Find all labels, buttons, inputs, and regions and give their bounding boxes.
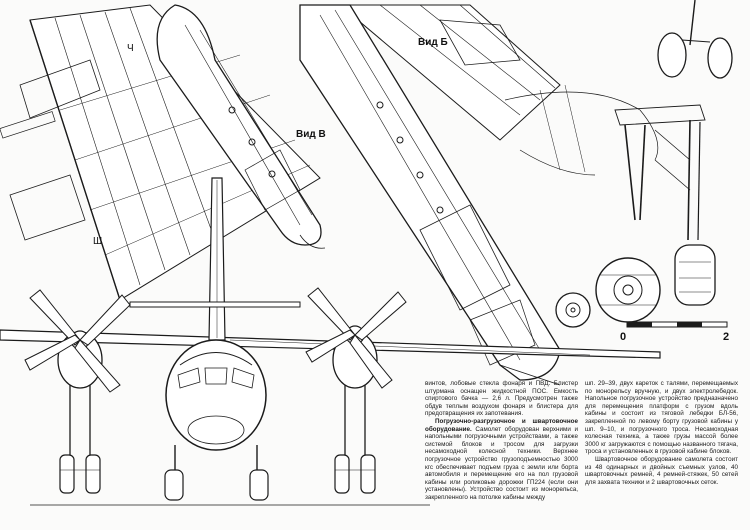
spare-wheel [555, 292, 591, 328]
right-engine [305, 287, 407, 494]
label-view-b: Вид Б [418, 37, 448, 48]
front-view-fuselage [164, 339, 269, 501]
col1-paragraph-2-body: Самолет оборудован верхними и напольными… [425, 425, 578, 501]
nose-gear-top [657, 0, 733, 79]
left-wing-drawing [0, 4, 321, 301]
col1-paragraph-1: винтов, лобовые стекла фонаря и ПВД. Бли… [425, 380, 578, 418]
scale-start: 0 [620, 331, 627, 343]
col2-paragraph-1: шп. 29–39, двух кареток с талями, переме… [585, 380, 738, 456]
wing-view-b [338, 4, 561, 141]
label-view-v: Вид В [296, 129, 326, 140]
scale-bar [626, 321, 728, 328]
label-mark-ch: Ч [127, 43, 134, 54]
main-gear-strut [595, 104, 716, 323]
col1-paragraph-2: Погрузочно-разгрузочное и швартовочное о… [425, 418, 578, 502]
fuselage-view-b [299, 4, 561, 386]
scale-end: 2 [723, 331, 730, 343]
nose-section-outline [504, 84, 659, 176]
text-column-2: шп. 29–39, двух кареток с талями, переме… [585, 380, 738, 525]
text-column-1: винтов, лобовые стекла фонаря и ПВД. Бли… [425, 380, 578, 525]
front-view-fin [208, 177, 226, 341]
left-engine [24, 289, 131, 494]
col2-paragraph-2: Швартовочное оборудование самолета состо… [585, 455, 738, 486]
label-mark-sh: Ш [93, 236, 103, 247]
col1-section-title: Погрузочно-разгрузочное и швартовочное о… [425, 417, 578, 433]
fuselage-view-v [156, 4, 326, 249]
front-view-stabilizer [129, 301, 301, 308]
